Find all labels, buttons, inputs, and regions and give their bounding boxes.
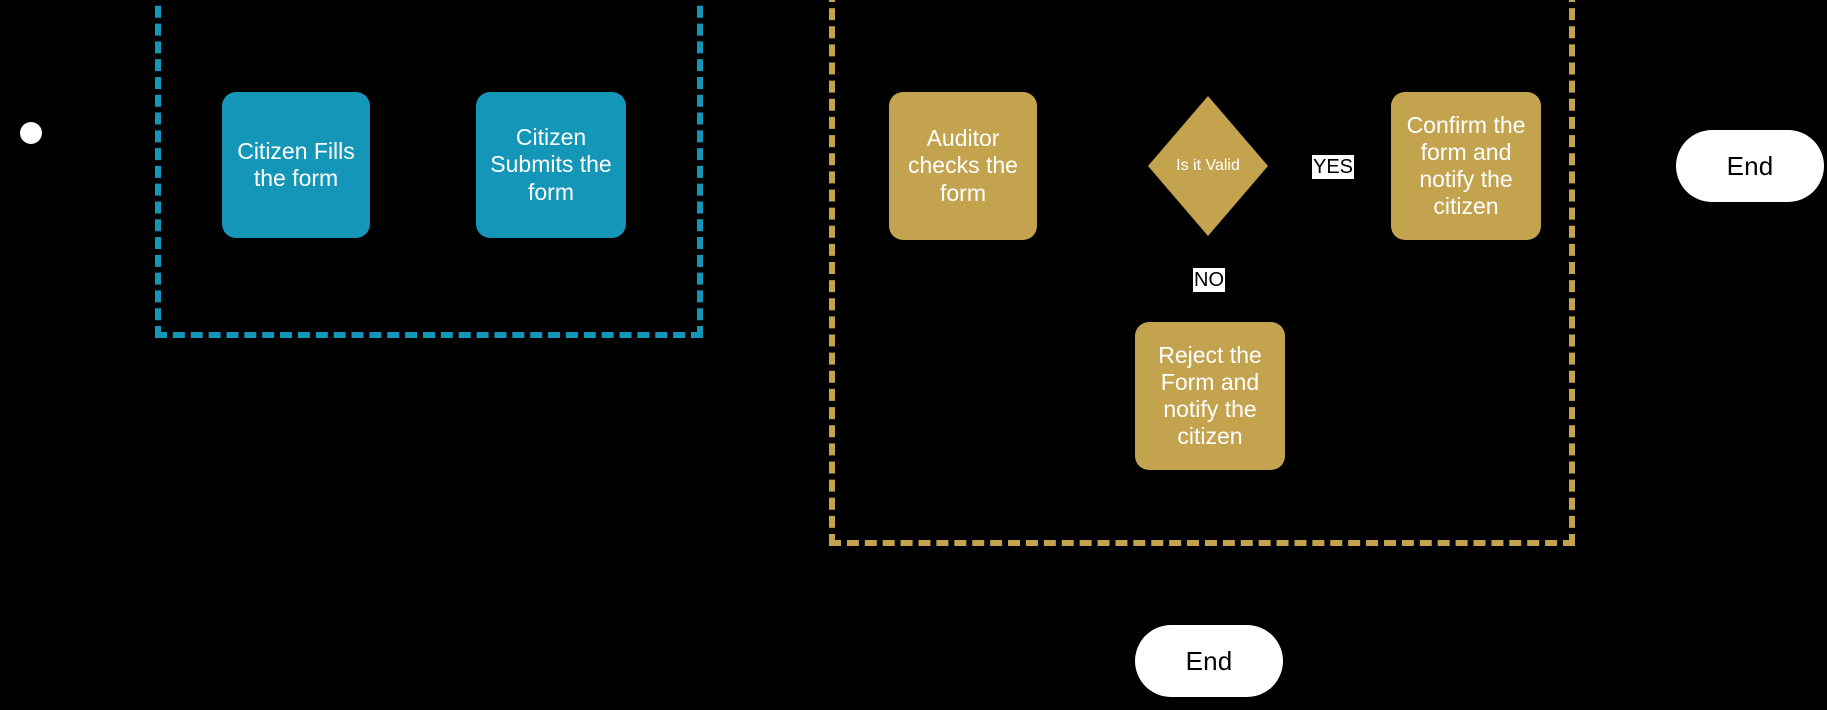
node-label: Citizen Submits the form [490, 124, 612, 205]
start-node[interactable] [20, 122, 42, 144]
node-citizen-submits-form[interactable]: Citizen Submits the form [476, 92, 626, 238]
edge-label-yes: YES [1312, 155, 1355, 179]
node-label: Confirm the form and notify the citizen [1406, 111, 1526, 220]
node-reject-form-notify-citizen[interactable]: Reject the Form and notify the citizen [1135, 322, 1285, 470]
lane-auditor[interactable] [829, 0, 1575, 546]
node-is-it-valid-decision[interactable]: Is it Valid [1148, 96, 1268, 236]
node-auditor-checks-form[interactable]: Auditor checks the form [889, 92, 1037, 240]
node-confirm-form-notify-citizen[interactable]: Confirm the form and notify the citizen [1391, 92, 1541, 240]
node-end-bottom[interactable]: End [1135, 625, 1283, 697]
node-label: Is it Valid [1176, 157, 1240, 175]
node-end-right[interactable]: End [1676, 130, 1824, 202]
node-label: Reject the Form and notify the citizen [1158, 341, 1262, 450]
node-citizen-fills-form[interactable]: Citizen Fills the form [222, 92, 370, 238]
node-label: End [1185, 645, 1233, 676]
lane-citizen[interactable] [155, 0, 703, 338]
node-label: End [1726, 150, 1774, 181]
node-label: Citizen Fills the form [237, 137, 355, 191]
node-label: Auditor checks the form [908, 125, 1018, 206]
edge-label-no: NO [1193, 268, 1225, 292]
